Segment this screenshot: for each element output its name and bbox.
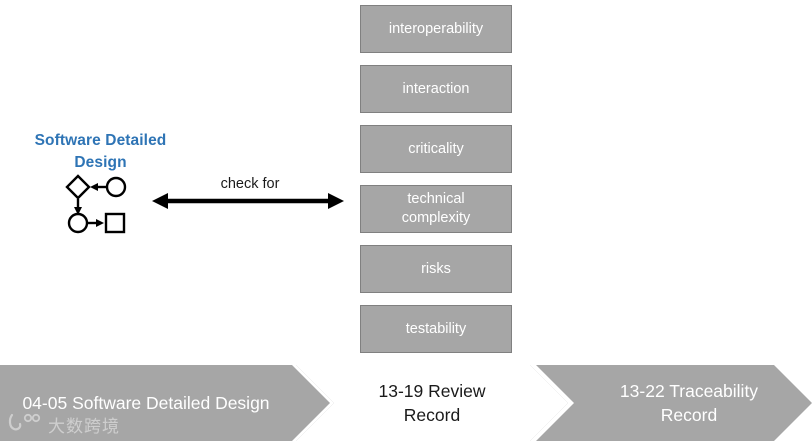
process-banner: 04-05 Software Detailed Design 13-19 Rev…	[0, 365, 812, 441]
criteria-box[interactable]: interoperability	[360, 5, 512, 53]
banner-step-software-detailed-design[interactable]: 04-05 Software Detailed Design	[0, 365, 330, 441]
criteria-list: interoperability interaction criticality…	[360, 5, 512, 365]
source-node-label: Software Detailed Design	[34, 132, 167, 171]
banner-step-review-record[interactable]: 13-19 Review Record	[296, 365, 568, 441]
watermark-text: 大数跨境	[48, 417, 120, 437]
banner-step-traceability-record[interactable]: 13-22 Traceability Record	[536, 365, 812, 441]
double-headed-arrow	[150, 189, 346, 213]
connector-label: check for	[220, 176, 280, 192]
criteria-box[interactable]: risks	[360, 245, 512, 293]
criteria-box[interactable]: criticality	[360, 125, 512, 173]
watermark-logo-icon	[8, 412, 42, 437]
criteria-box[interactable]: interaction	[360, 65, 512, 113]
criteria-box[interactable]: testability	[360, 305, 512, 353]
criteria-box[interactable]: technical complexity	[360, 185, 512, 233]
watermark: 大数跨境	[8, 412, 120, 437]
flowchart-icon	[60, 172, 132, 234]
